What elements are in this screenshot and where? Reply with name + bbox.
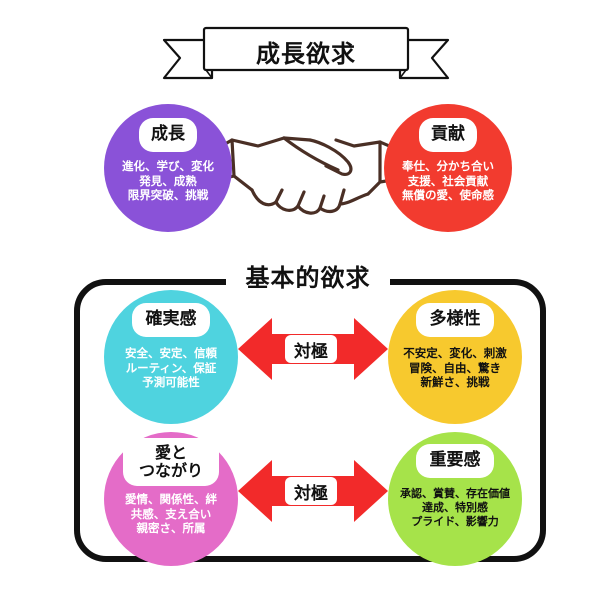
contribution-title: 貢献 — [419, 118, 477, 152]
growth-keywords: 進化、学び、変化 発見、成熟 限界突破、挑戦 — [122, 159, 214, 203]
variety-keywords: 不安定、変化、刺激 冒険、自由、驚き 新鮮さ、挑戦 — [403, 346, 507, 390]
growth-circle: 成長 進化、学び、変化 発見、成熟 限界突破、挑戦 — [104, 104, 232, 232]
growth-title: 成長 — [139, 118, 197, 152]
variety-circle: 多様性 不安定、変化、刺激 冒険、自由、驚き 新鮮さ、挑戦 — [388, 290, 522, 424]
contribution-keywords: 奉仕、分かち合い 支援、社会貢献 無償の愛、使命感 — [402, 159, 494, 203]
significance-keywords: 承認、賞賛、存在価値 達成、特別感 プライド、影響力 — [400, 487, 510, 529]
opposite-label-bottom: 対極 — [285, 477, 337, 505]
love-connection-keywords: 愛情、関係性、絆 共感、支え合い 親密さ、所属 — [125, 492, 217, 536]
love-connection-circle: 愛と つながり 愛情、関係性、絆 共感、支え合い 親密さ、所属 — [104, 432, 238, 566]
certainty-circle: 確実感 安全、安定、信頼 ルーティン、保証 予測可能性 — [104, 290, 238, 424]
certainty-keywords: 安全、安定、信頼 ルーティン、保証 予測可能性 — [125, 346, 217, 390]
love-connection-title: 愛と つながり — [123, 438, 219, 486]
significance-circle: 重要感 承認、賞賛、存在価値 達成、特別感 プライド、影響力 — [388, 432, 522, 566]
opposite-label-top: 対極 — [285, 335, 337, 363]
basic-needs-title: 基本的欲求 — [226, 255, 390, 295]
significance-title: 重要感 — [416, 444, 494, 478]
variety-title: 多様性 — [416, 303, 494, 337]
banner-title: 成長欲求 — [256, 39, 356, 68]
certainty-title: 確実感 — [132, 303, 210, 337]
title-ribbon — [162, 26, 450, 80]
contribution-circle: 貢献 奉仕、分かち合い 支援、社会貢献 無償の愛、使命感 — [384, 104, 512, 232]
